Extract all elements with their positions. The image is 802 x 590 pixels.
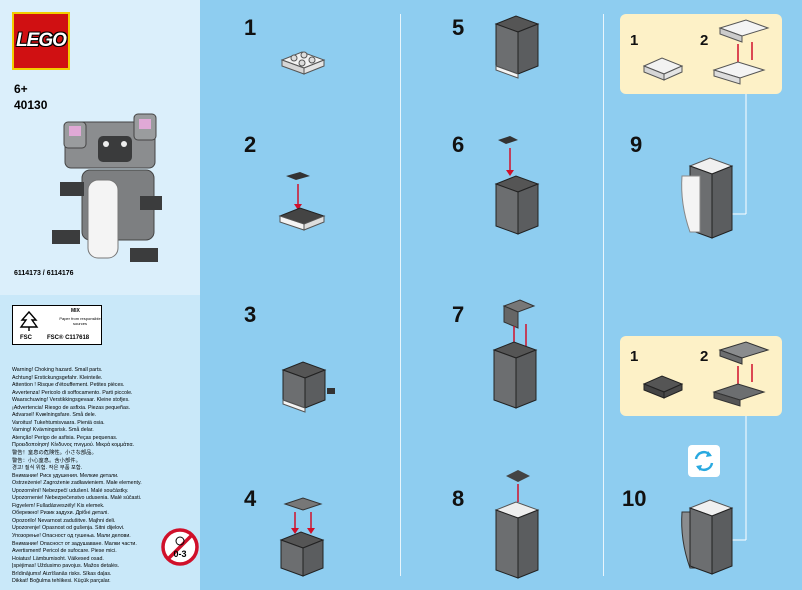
step-8-number: 8 <box>452 486 465 511</box>
step-2-number: 2 <box>244 132 257 157</box>
choking-warnings: Warning! Choking hazard. Small parts. Ac… <box>12 367 142 585</box>
column-divider <box>400 14 401 576</box>
step-9-number: 9 <box>630 132 643 157</box>
fsc-label: MIX Paper from responsible sources FSC F… <box>12 305 102 345</box>
age-warning-icon: 0-3 <box>161 528 199 566</box>
koala-model-image <box>52 113 162 262</box>
step-7-image <box>492 299 538 409</box>
lego-logo: LEGO <box>12 12 70 70</box>
step-5-image <box>494 15 540 79</box>
set-number: 40130 <box>14 98 48 112</box>
substep-b2-image <box>712 341 770 407</box>
substep-number: 1 <box>630 32 639 49</box>
cover-area: LEGO 6+ 40130 6114173 / 6114176 <box>0 0 200 295</box>
step-2-image <box>278 172 326 231</box>
step-3-number: 3 <box>244 302 257 327</box>
substep-a2-image <box>712 19 770 85</box>
step-1-image <box>280 51 326 75</box>
element-codes: 6114173 / 6114176 <box>14 270 74 277</box>
substep-number: 2 <box>700 348 709 365</box>
step-8-image <box>494 470 540 579</box>
column-divider <box>603 14 604 576</box>
step-1-number: 1 <box>244 15 257 40</box>
step-6-image <box>494 136 540 235</box>
substep-number: 2 <box>700 32 709 49</box>
step-5-number: 5 <box>452 15 465 40</box>
tree-icon <box>19 310 39 331</box>
step-3-image <box>281 361 335 413</box>
step-7-number: 7 <box>452 302 465 327</box>
age-warning-label: 0-3 <box>173 549 186 559</box>
substep-a1-image <box>642 57 684 81</box>
step-6-number: 6 <box>452 132 465 157</box>
step-4-image <box>279 497 325 577</box>
substep-b1-image <box>642 375 684 399</box>
rotate-icon <box>688 445 720 477</box>
info-panel: LEGO 6+ 40130 6114173 / 6114176 <box>0 0 200 590</box>
step-10-number: 10 <box>622 486 647 511</box>
step-9-image <box>681 94 747 239</box>
step-4-number: 4 <box>244 486 257 511</box>
step-10-image <box>681 416 747 575</box>
age-label: 6+ <box>14 82 28 96</box>
substep-number: 1 <box>630 348 639 365</box>
